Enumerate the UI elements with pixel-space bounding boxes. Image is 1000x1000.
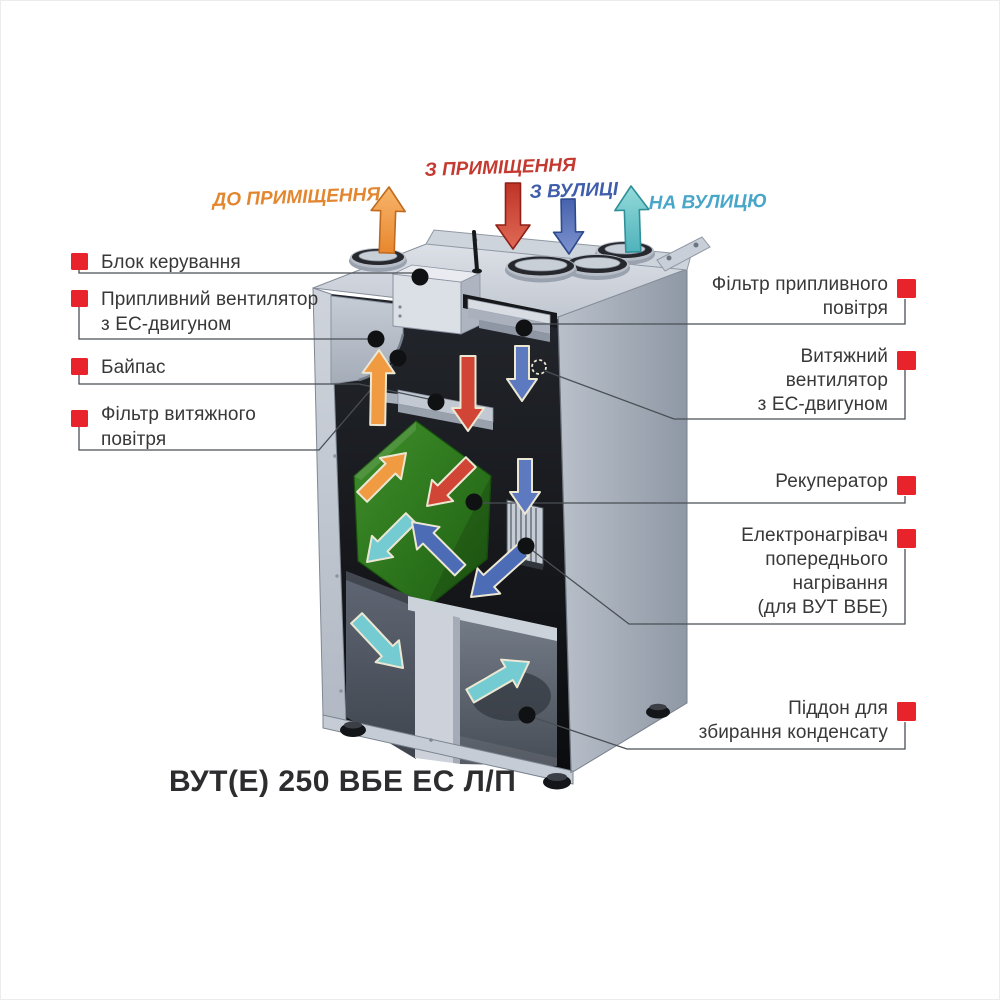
marker-control-unit [71, 253, 88, 270]
flow-label-to-street: НА ВУЛИЦЮ [648, 190, 768, 215]
label-recuperator: Рекуператор [775, 471, 888, 492]
unit-base-band [322, 714, 574, 785]
label-preheater: Електронагрівач попереднього нагрівання … [741, 525, 888, 618]
leader-supply-fan [78, 306, 375, 340]
label-supply-fan: Припливний вентилятор з ЕС-двигуном [101, 289, 319, 335]
bracket-hole [666, 255, 672, 261]
dot-extract-filter [389, 349, 407, 367]
marker-drain-pan [897, 702, 916, 721]
marker-extract-filter [71, 410, 88, 427]
leader-lines [78, 269, 906, 750]
leader-bypass [78, 374, 434, 401]
dot-control-unit [411, 268, 429, 286]
screw [429, 738, 433, 742]
marker-supply-filter [897, 279, 916, 298]
label-bypass: Байпас [101, 357, 166, 378]
unit-right-panel [557, 268, 688, 774]
ring-extract-fan [531, 359, 547, 375]
leader-preheater [527, 546, 906, 625]
duct-collar-supply [349, 248, 407, 272]
front-corner-edge [557, 316, 572, 774]
marker-bypass [71, 358, 88, 375]
page-title: ВУТ(Е) 250 ВБЕ ЕС Л/П [169, 765, 517, 798]
dot-bypass [427, 393, 445, 411]
label-extract-filter: Фільтр витяжного повітря [101, 404, 256, 450]
leader-drain-pan [528, 715, 906, 750]
antenna [472, 230, 482, 274]
leader-extract-filter [78, 358, 398, 451]
dot-drain-pan [518, 706, 536, 724]
duct-collar-extract [505, 255, 577, 283]
unit-foot [340, 703, 670, 790]
leader-supply-filter [525, 299, 906, 325]
bracket-hole [693, 242, 699, 248]
duct-collar-intake [564, 254, 630, 280]
dot-preheater [517, 537, 535, 555]
marker-supply-fan [71, 290, 88, 307]
unit-body [312, 229, 711, 790]
marker-recuperator [897, 476, 916, 495]
dot-supply-filter [515, 319, 533, 337]
screw [335, 574, 339, 578]
label-drain-pan: Піддон для збирання конденсату [698, 698, 888, 743]
marker-extract-fan [897, 351, 916, 370]
leader-control-unit [78, 269, 415, 274]
label-supply-filter: Фільтр припливного повітря [711, 274, 888, 319]
screw [339, 689, 343, 693]
screw [333, 454, 337, 458]
leader-extract-fan [544, 369, 906, 420]
callout-dots [367, 268, 547, 724]
label-control-unit: Блок керування [101, 252, 241, 273]
flow-label-from-street: З ВУЛИЦІ [529, 178, 619, 204]
leader-recuperator [477, 496, 906, 504]
label-extract-fan: Витяжний вентилятор з ЕС-двигуном [757, 346, 888, 415]
marker-preheater [897, 529, 916, 548]
marker-squares [71, 253, 916, 721]
dot-supply-fan [367, 330, 385, 348]
dot-recuperator [465, 493, 483, 511]
